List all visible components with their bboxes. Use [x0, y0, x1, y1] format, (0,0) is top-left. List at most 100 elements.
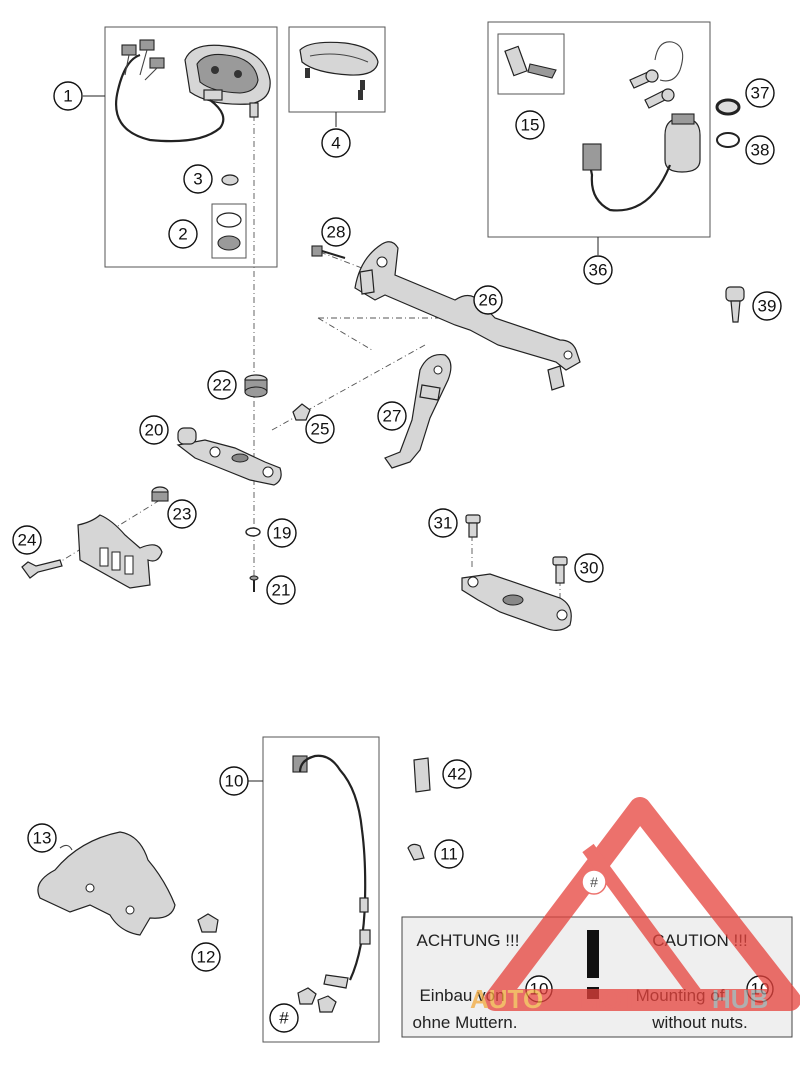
callout-label: 25 — [311, 420, 330, 439]
exclamation-bar-icon — [587, 930, 599, 978]
callout-label: 19 — [273, 524, 292, 543]
callout-label: 24 — [18, 531, 37, 550]
callout-label: 20 — [145, 421, 164, 440]
callout-37: 37 — [745, 78, 775, 108]
callout-3: 3 — [183, 164, 213, 194]
callout-label: 39 — [758, 297, 777, 316]
callout-label: 38 — [751, 141, 770, 160]
callout-42: 42 — [442, 759, 472, 789]
warning-left-heading: ACHTUNG !!! — [417, 931, 520, 950]
callout-10: 10 — [219, 766, 249, 796]
watermark-hash: # — [590, 874, 598, 890]
cover-part — [299, 41, 379, 100]
callout-label: 42 — [448, 765, 467, 784]
callout-hash: # — [269, 1003, 299, 1033]
warning-right-line2: without nuts. — [651, 1013, 747, 1032]
nut-12-part — [197, 913, 219, 933]
callout-label: 3 — [193, 170, 202, 189]
warning-left-line1: Einbau von — [419, 986, 504, 1005]
disc-guard-part — [37, 831, 176, 936]
callout-36: 36 — [583, 255, 613, 285]
warning-left-line2: ohne Muttern. — [413, 1013, 518, 1032]
clamp-part — [176, 427, 282, 486]
callout-12: 12 — [191, 942, 221, 972]
callout-22: 22 — [207, 370, 237, 400]
callout-24: 24 — [12, 525, 42, 555]
callout-15: 15 — [515, 110, 545, 140]
callout-30: 30 — [574, 553, 604, 583]
ring-37-part — [715, 98, 741, 116]
callout-13: 13 — [27, 823, 57, 853]
watermark-text-hub: HUB — [712, 984, 768, 1014]
ring-38-part — [716, 132, 740, 148]
bracket-part — [354, 241, 581, 391]
callout-label: 15 — [521, 116, 540, 135]
clip-part — [407, 843, 425, 861]
callout-label: 26 — [479, 291, 498, 310]
callout-2: 2 — [168, 219, 198, 249]
callout-label: 23 — [173, 505, 192, 524]
callout-25: 25 — [305, 414, 335, 444]
callout-label: 28 — [327, 223, 346, 242]
rubber-23-part — [151, 486, 169, 502]
frame-seal-group — [211, 203, 247, 259]
frame-lock-cylinder — [497, 33, 565, 95]
callout-label: 36 — [589, 261, 608, 280]
support-arm-part — [384, 353, 452, 469]
callout-4: 4 — [321, 128, 351, 158]
plate-bracket-part — [21, 514, 163, 589]
frame-ignition-group — [487, 21, 711, 238]
seal-part — [216, 212, 242, 251]
callout-label: 30 — [580, 559, 599, 578]
callout-label: 21 — [272, 581, 291, 600]
callout-11: 11 — [434, 839, 464, 869]
callout-label: # — [279, 1009, 289, 1028]
callout-label: 10 — [225, 772, 244, 791]
callout-label: 12 — [197, 948, 216, 967]
sensor-cable-part — [292, 754, 371, 1013]
callout-label: 4 — [331, 134, 340, 153]
callout-27: 27 — [377, 401, 407, 431]
callout-20: 20 — [139, 415, 169, 445]
spacer-25-part — [292, 403, 311, 421]
callout-label: 13 — [33, 829, 52, 848]
callout-label: 27 — [383, 407, 402, 426]
callout-38: 38 — [745, 135, 775, 165]
speedometer-part — [115, 39, 271, 143]
rubber-22-part — [244, 374, 268, 398]
assembly-lines — [54, 115, 561, 610]
washer-part — [245, 527, 261, 537]
cover-42-part — [413, 757, 431, 793]
lower-clamp-part — [461, 514, 572, 631]
frame-speedometer-group — [104, 26, 278, 268]
callout-31: 31 — [428, 508, 458, 538]
keys-part — [629, 41, 684, 109]
callout-23: 23 — [167, 499, 197, 529]
watermark-logo: # AUTO MOTO HUB — [470, 797, 800, 1014]
ignition-switch-part — [582, 113, 701, 212]
callout-label: 11 — [440, 845, 458, 864]
callout-label: 31 — [434, 514, 453, 533]
watermark-text-auto: AUTO — [470, 984, 543, 1014]
ring-part — [221, 174, 239, 186]
warning-right-heading: CAUTION !!! — [652, 931, 747, 950]
screw-21-part — [249, 575, 259, 592]
callout-39: 39 — [752, 291, 782, 321]
bolt-28-part — [311, 245, 346, 259]
callout-label: 1 — [63, 87, 72, 106]
callout-1: 1 — [53, 81, 83, 111]
watermark-text-moto: MOTO — [580, 984, 658, 1014]
callout-label: 37 — [751, 84, 770, 103]
callout-26: 26 — [473, 285, 503, 315]
callout-label: 2 — [178, 225, 187, 244]
key-blank-part — [725, 286, 745, 323]
lock-cylinder-part — [504, 45, 557, 79]
callout-21: 21 — [266, 575, 296, 605]
frame-cover-group — [288, 26, 386, 113]
callout-label: 22 — [213, 376, 232, 395]
frame-sensor-group — [262, 736, 380, 1043]
callout-19: 19 — [267, 518, 297, 548]
